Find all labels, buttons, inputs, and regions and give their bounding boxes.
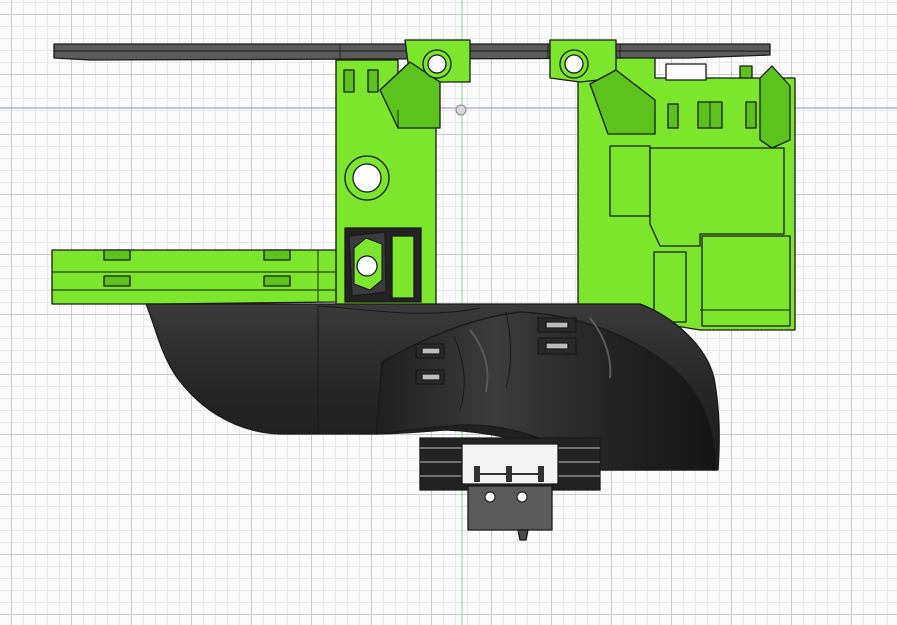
origin-point[interactable] <box>455 104 467 116</box>
fan-duct[interactable] <box>145 303 720 471</box>
nozzle <box>517 529 529 541</box>
left-arm[interactable] <box>51 249 337 305</box>
heater-block <box>467 485 553 531</box>
right-bracket[interactable] <box>549 39 796 331</box>
left-bracket[interactable] <box>335 39 471 307</box>
hotend-assembly[interactable] <box>419 437 601 541</box>
